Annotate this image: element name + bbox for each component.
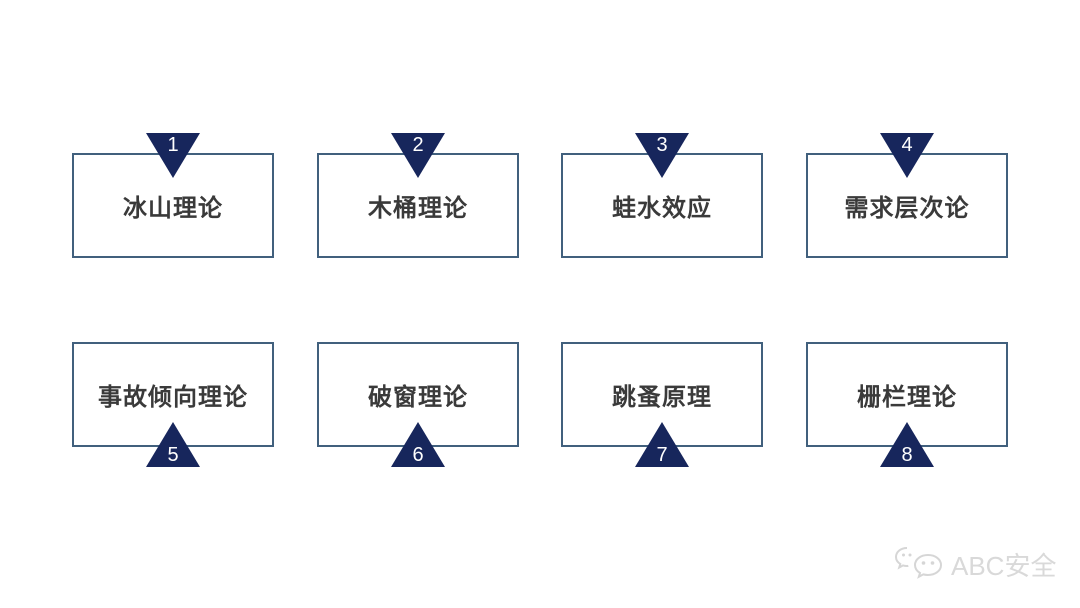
marker-number: 7	[656, 444, 668, 466]
theory-card-1: 1 冰山理论	[72, 133, 274, 258]
theory-label: 跳蚤原理	[612, 384, 712, 411]
marker-triangle-2: 2	[391, 133, 445, 178]
marker-triangle-7: 7	[635, 422, 689, 467]
marker-triangle-5: 5	[146, 422, 200, 467]
marker-number: 3	[656, 134, 668, 156]
theory-card-7: 7 跳蚤原理	[561, 342, 763, 467]
marker-number: 8	[901, 444, 913, 466]
theory-label: 木桶理论	[368, 195, 468, 222]
watermark: ABC安全	[893, 544, 1056, 584]
watermark-label: ABC安全	[951, 550, 1057, 581]
theory-label: 栅栏理论	[857, 384, 957, 411]
marker-number: 1	[167, 134, 179, 156]
marker-triangle-4: 4	[880, 133, 934, 178]
marker-number: 4	[901, 134, 913, 156]
theory-card-2: 2 木桶理论	[317, 133, 519, 258]
marker-triangle-8: 8	[880, 422, 934, 467]
theory-card-6: 6 破窗理论	[317, 342, 519, 467]
theory-card-5: 5 事故倾向理论	[72, 342, 274, 467]
theory-label: 蛙水效应	[612, 195, 712, 222]
marker-triangle-1: 1	[146, 133, 200, 178]
wechat-icon	[893, 544, 945, 584]
theory-card-3: 3 蛙水效应	[561, 133, 763, 258]
marker-triangle-6: 6	[391, 422, 445, 467]
theory-label: 破窗理论	[368, 384, 468, 411]
marker-number: 6	[412, 444, 424, 466]
theory-card-4: 4 需求层次论	[806, 133, 1008, 258]
theory-card-8: 8 栅栏理论	[806, 342, 1008, 467]
theory-label: 事故倾向理论	[98, 384, 248, 411]
marker-triangle-3: 3	[635, 133, 689, 178]
theory-label: 冰山理论	[123, 195, 223, 222]
marker-number: 2	[412, 134, 424, 156]
theory-label: 需求层次论	[844, 195, 970, 222]
marker-number: 5	[167, 444, 179, 466]
